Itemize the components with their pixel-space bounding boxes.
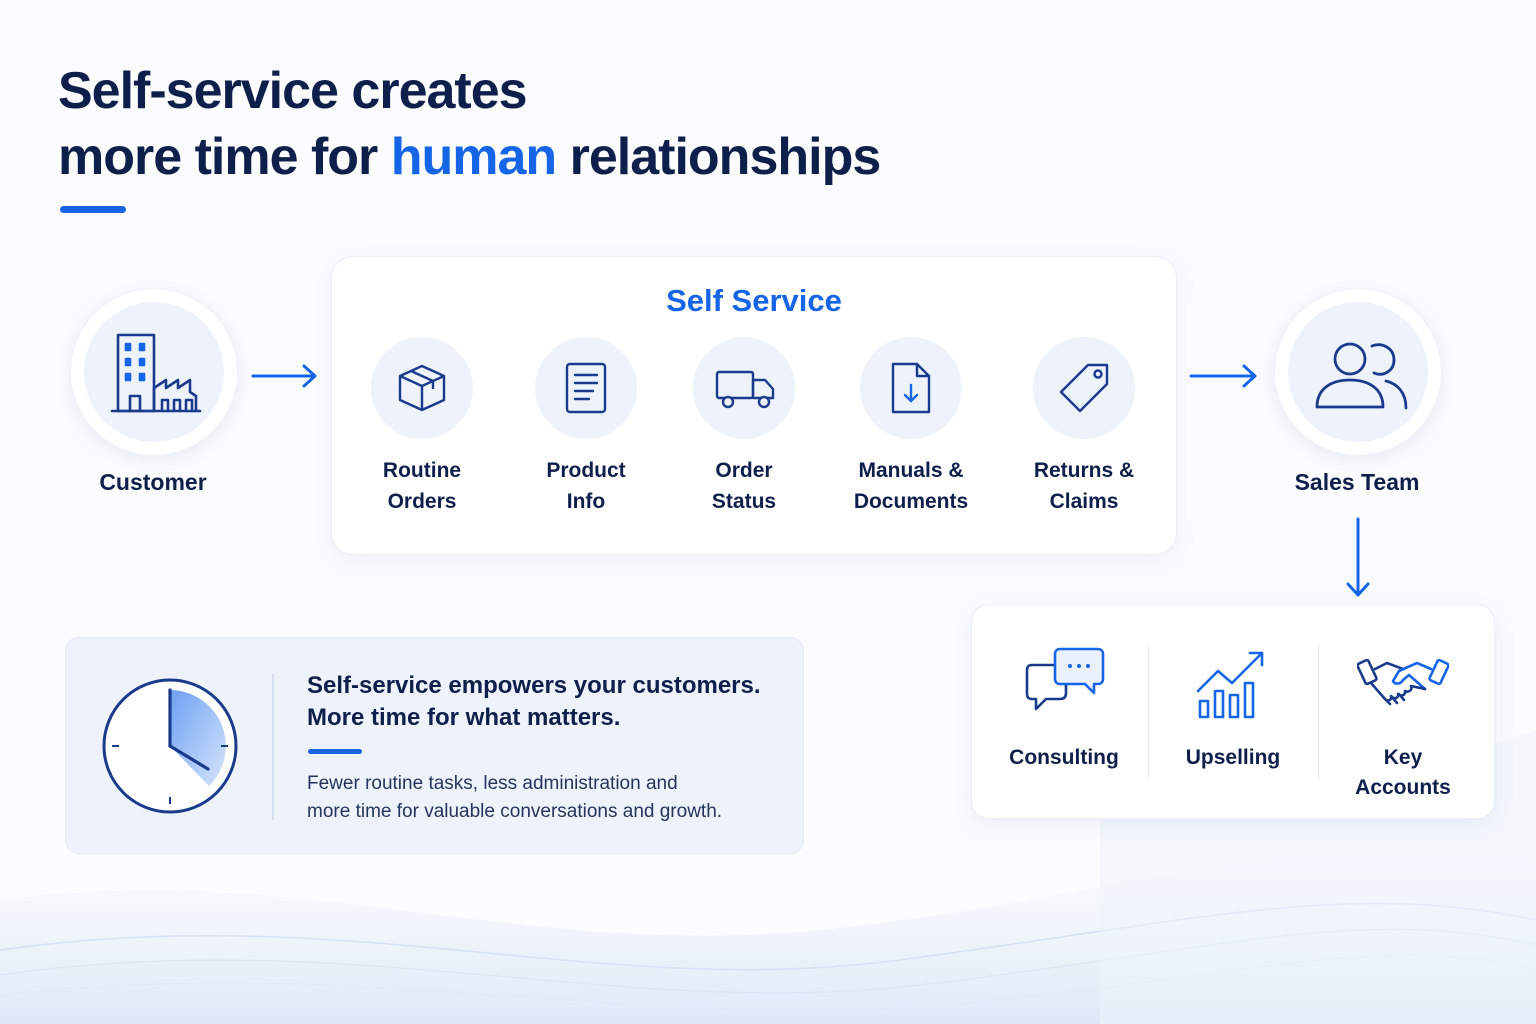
customer-label: Customer: [99, 469, 207, 495]
activity-divider-2: [1318, 645, 1319, 779]
info-card: Self-service empowers your customers. Mo…: [65, 637, 804, 854]
sales-team-node: Sales Team: [1274, 288, 1442, 528]
returns-claims-line-1: Returns &: [1033, 459, 1135, 482]
routine-orders-label: Routine Orders: [337, 455, 507, 517]
consulting-line-1: Consulting: [1009, 746, 1119, 769]
title-line-2-end: relationships: [556, 128, 882, 186]
self-service-title: Self Service: [666, 283, 842, 318]
arrow-sales-team-to-activities: [1346, 517, 1370, 597]
chat-bubbles-icon: [1025, 647, 1105, 711]
manuals-documents-line-1: Manuals &: [858, 459, 964, 482]
activity-divider-1: [1148, 645, 1149, 779]
key-accounts-line-2: Accounts: [1355, 776, 1451, 799]
sales-team-label: Sales Team: [1294, 469, 1420, 495]
page-title: Self-service creates more time for human…: [58, 58, 882, 190]
users-group-icon: [1315, 342, 1408, 410]
order-status-line-2: Status: [711, 490, 777, 513]
routine-orders-icon-circle: [371, 337, 473, 439]
sales-team-ring: [1274, 288, 1442, 456]
upselling-label: Upselling: [1147, 743, 1319, 773]
product-info-icon-circle: [535, 337, 637, 439]
upselling-line-1: Upselling: [1185, 746, 1281, 769]
delivery-truck-icon: [715, 370, 775, 409]
info-accent-underline: [308, 749, 362, 754]
title-accent-underline: [60, 206, 126, 213]
info-heading-line-1: Self-service empowers your customers.: [307, 672, 761, 699]
returns-claims-line-2: Claims: [1049, 490, 1119, 513]
customer-ring: [70, 288, 238, 456]
manuals-documents-icon-circle: [860, 337, 962, 439]
self-service-card: Self Service Routine Orders: [331, 256, 1177, 555]
title-highlight: human: [390, 128, 557, 186]
consulting-label: Consulting: [978, 743, 1150, 773]
arrow-self-service-to-sales-team: [1189, 364, 1257, 388]
title-line-2-start: more time for: [58, 128, 391, 186]
info-body: Fewer routine tasks, less administration…: [307, 770, 787, 826]
info-body-line-2: more time for valuable conversations and…: [307, 801, 723, 822]
clock-icon: [102, 678, 238, 814]
order-status-icon-circle: [693, 337, 795, 439]
info-heading: Self-service empowers your customers. Mo…: [307, 670, 787, 734]
customer-node: Customer: [70, 288, 238, 528]
sales-activities-card: Consulting Upselling: [971, 604, 1495, 819]
title-line-1: Self-service creates: [58, 62, 528, 120]
order-status-label: Order Status: [659, 455, 829, 517]
product-info-line-1: Product: [546, 459, 626, 482]
package-box-icon: [398, 364, 446, 412]
product-info-line-2: Info: [566, 490, 606, 513]
info-divider: [272, 674, 274, 820]
activity-consulting: Consulting: [978, 605, 1150, 818]
manuals-documents-label: Manuals & Documents: [826, 455, 996, 517]
arrow-customer-to-self-service: [251, 364, 317, 388]
routine-orders-line-1: Routine: [382, 459, 462, 482]
document-list-icon: [565, 362, 607, 414]
handshake-icon: [1357, 658, 1449, 706]
returns-claims-label: Returns & Claims: [999, 455, 1169, 517]
activity-upselling: Upselling: [1147, 605, 1319, 818]
key-accounts-line-1: Key: [1383, 746, 1423, 769]
growth-chart-icon: [1196, 651, 1264, 719]
download-file-icon: [891, 362, 931, 414]
order-status-line-1: Order: [715, 459, 773, 482]
building-factory-icon: [110, 333, 202, 413]
customer-icon-circle: [84, 302, 224, 442]
manuals-documents-line-2: Documents: [853, 490, 969, 513]
price-tag-icon: [1059, 363, 1109, 413]
product-info-label: Product Info: [501, 455, 671, 517]
info-heading-line-2: More time for what matters.: [307, 704, 621, 731]
returns-claims-icon-circle: [1033, 337, 1135, 439]
key-accounts-label: Key Accounts: [1317, 743, 1489, 803]
info-body-line-1: Fewer routine tasks, less administration…: [307, 773, 678, 794]
sales-team-icon-circle: [1288, 302, 1428, 442]
routine-orders-line-2: Orders: [387, 490, 457, 513]
activity-key-accounts: Key Accounts: [1317, 605, 1489, 818]
